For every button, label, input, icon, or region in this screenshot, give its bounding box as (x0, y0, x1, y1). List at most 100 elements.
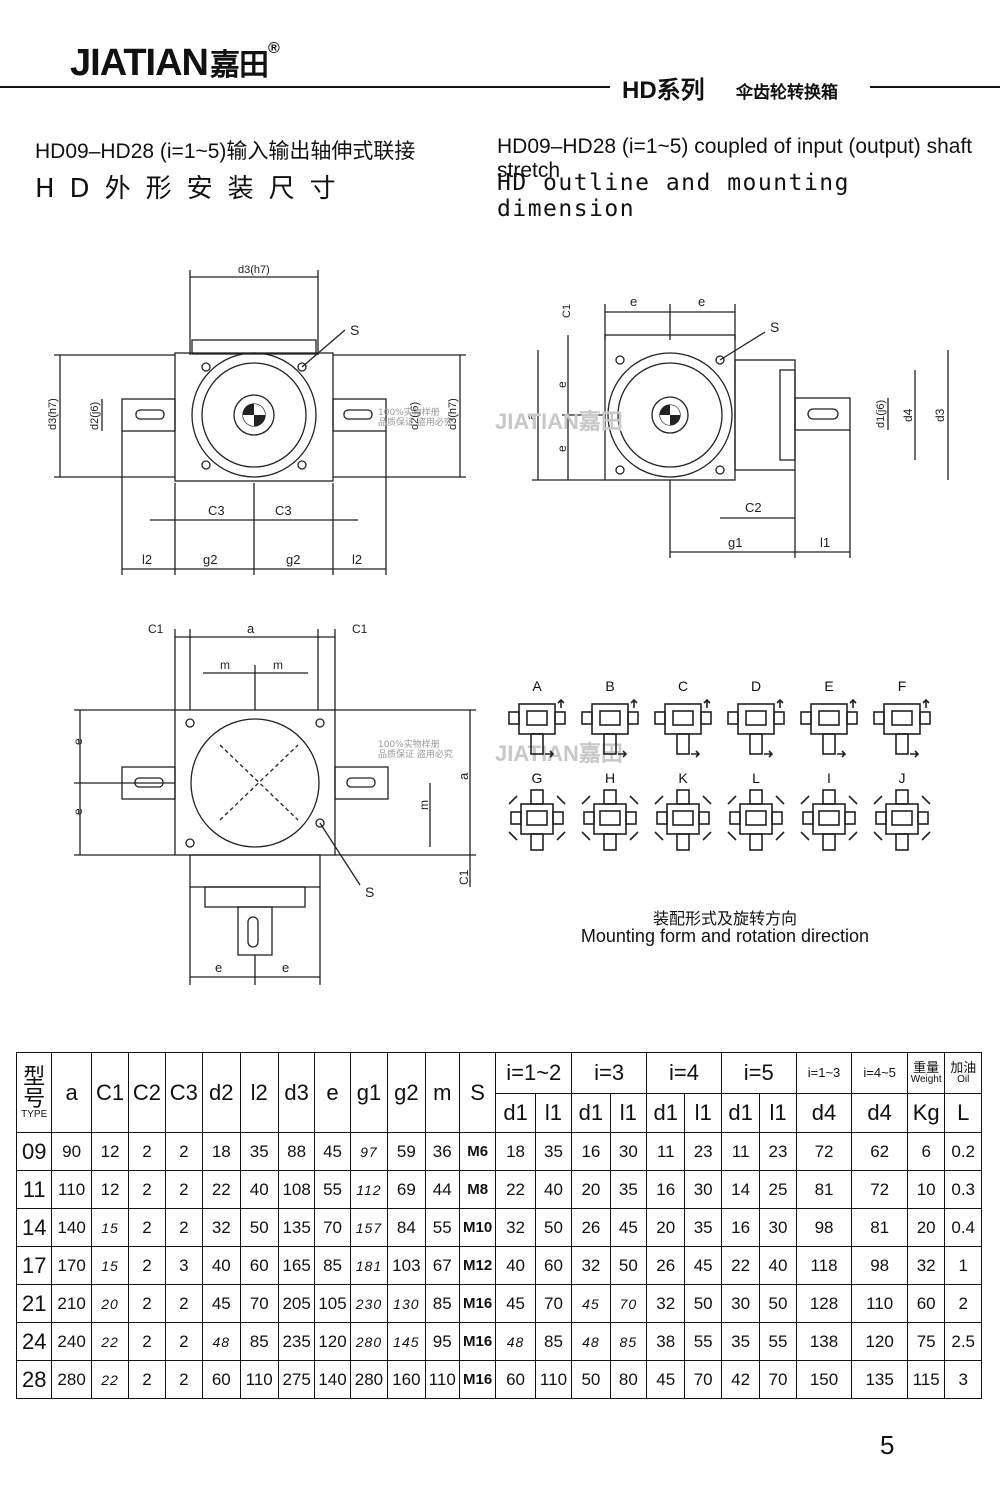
table-cell: 38 (646, 1322, 686, 1361)
table-cell: 60 (495, 1360, 536, 1399)
table-cell: 45 (646, 1360, 686, 1399)
table-cell: 103 (387, 1246, 426, 1285)
table-cell: 32 (495, 1208, 536, 1247)
table-cell: 35 (534, 1132, 573, 1171)
label-e-bottom-right: e (282, 960, 289, 975)
mounting-form-icon (800, 789, 858, 851)
table-cell: 55 (424, 1208, 460, 1247)
header-d3: d3 (277, 1052, 316, 1133)
label-l2-left: l2 (142, 552, 152, 567)
table-cell: 120 (851, 1322, 908, 1361)
table-cell: 69 (387, 1170, 426, 1209)
label-g1: g1 (728, 535, 742, 550)
table-cell: 60 (534, 1246, 573, 1285)
table-cell: 70 (314, 1208, 351, 1247)
registered-mark: ® (267, 40, 280, 57)
header-a: a (51, 1052, 92, 1133)
label-a-top: a (247, 621, 255, 636)
mounting-form-label: B (605, 678, 615, 694)
title-en-line2: HD outline and mounting dimension (497, 170, 850, 222)
table-cell: 2 (128, 1322, 166, 1361)
watermark-brand-2: JIATIAN嘉田 (495, 741, 623, 766)
table-cell: 40 (202, 1246, 241, 1285)
table-cell: 45 (314, 1132, 351, 1171)
header-s: S (458, 1052, 497, 1133)
table-cell: 45 (202, 1284, 241, 1323)
table-cell: 22 (495, 1170, 536, 1209)
subheader-cell: d4 (795, 1093, 853, 1133)
table-cell: M16 (458, 1284, 497, 1323)
mounting-form-b: B (578, 678, 642, 768)
table-cell: 110 (51, 1170, 92, 1209)
table-cell: 145 (387, 1322, 426, 1361)
table-cell: 18 (495, 1132, 536, 1171)
mounting-form-icon (581, 789, 639, 851)
mounting-form-c: C (651, 678, 715, 768)
label-e-side-lower: e (555, 445, 569, 452)
table-cell: 26 (646, 1246, 686, 1285)
table-cell: 16 (720, 1208, 761, 1247)
table-cell: 45 (684, 1246, 722, 1285)
brand-logo: JIATIAN嘉田® (70, 40, 280, 85)
table-cell: 75 (906, 1322, 946, 1361)
table-cell: 97 (349, 1132, 389, 1171)
table-cell: 140 (314, 1360, 351, 1399)
table-cell: 120 (314, 1322, 351, 1361)
label-c1-side: C1 (561, 304, 573, 318)
label-a-right: a (456, 772, 471, 780)
table-cell: 70 (684, 1360, 722, 1399)
table-cell: 10 (906, 1170, 946, 1209)
table-cell: M16 (458, 1360, 497, 1399)
label-d2j6-left: d2(j6) (89, 402, 101, 430)
table-cell: 62 (851, 1132, 908, 1171)
brand-name-cn: 嘉田 (209, 48, 269, 83)
table-cell: 130 (387, 1284, 426, 1323)
table-cell: 2 (944, 1284, 982, 1323)
mounting-form-icon (508, 698, 566, 758)
table-cell: 14 (720, 1170, 761, 1209)
label-e-top-left: e (630, 294, 637, 309)
title-en-line1: HD09–HD28 (i=1~5) coupled of input (outp… (497, 135, 973, 182)
table-cell: 45 (495, 1284, 536, 1323)
table-cell: 88 (277, 1132, 316, 1171)
table-cell: 40 (239, 1170, 279, 1209)
header-m: m (424, 1052, 460, 1133)
table-cell: M6 (458, 1132, 497, 1171)
subheader-cell: l1 (684, 1093, 722, 1133)
label-d2j6-right: d2(j6) (409, 402, 421, 430)
table-cell: 16 (646, 1170, 686, 1209)
mounting-title-en: Mounting form and rotation direction (580, 926, 870, 946)
label-e-left-upper: e (71, 738, 85, 745)
mounting-form-label: E (824, 678, 834, 694)
table-cell: 50 (571, 1360, 611, 1399)
mounting-form-label: I (827, 770, 831, 786)
table-cell: 48 (202, 1322, 241, 1361)
table-cell: 50 (534, 1208, 573, 1247)
table-cell: 2 (164, 1360, 204, 1399)
mounting-form-l: L (724, 770, 788, 860)
title-cn-line2: HD外形安装尺寸 (35, 174, 351, 204)
table-cell: 3 (164, 1246, 204, 1285)
table-cell: 72 (851, 1170, 908, 1209)
subheader-cell: l1 (534, 1093, 573, 1133)
table-cell: 110 (424, 1360, 460, 1399)
table-cell: 32 (202, 1208, 241, 1247)
label-d3h7-top: d3(h7) (238, 264, 270, 276)
label-s-side: S (770, 319, 779, 335)
header-c1: C1 (90, 1052, 130, 1133)
front-view-drawing: d3(h7) d3(h7) d3(h7) d2(j6) d2(j6) S C3 … (47, 264, 466, 575)
header-ratio-3: i=3 (571, 1052, 648, 1094)
table-cell: 2 (128, 1360, 166, 1399)
mounting-form-i: I (797, 770, 861, 860)
table-cell: 2 (164, 1170, 204, 1209)
table-cell: 235 (277, 1322, 316, 1361)
label-c2: C2 (745, 500, 762, 515)
subheader-cell: L (944, 1093, 982, 1133)
table-cell: M8 (458, 1170, 497, 1209)
table-cell: 30 (684, 1170, 722, 1209)
table-cell: 23 (759, 1132, 797, 1171)
table-cell: 160 (387, 1360, 426, 1399)
table-cell: 40 (495, 1246, 536, 1285)
header-d2: d2 (202, 1052, 241, 1133)
